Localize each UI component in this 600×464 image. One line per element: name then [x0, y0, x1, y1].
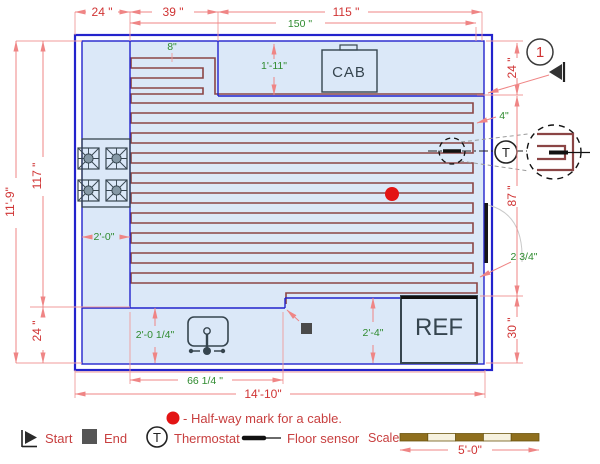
refrigerator-label: REF: [415, 314, 463, 341]
walls: [73, 33, 523, 372]
dim-2-0: 2'-0": [94, 231, 115, 243]
cabinet: CAB: [321, 44, 378, 93]
dim-24-top: 24 ": [92, 5, 113, 19]
halfway-dot-icon: [166, 411, 180, 425]
dim-66-14: 66 1/4 ": [187, 375, 223, 387]
legend-end: End: [82, 429, 127, 446]
cable-end-marker: [301, 323, 312, 334]
halfway-note: - Half-way mark for a cable.: [183, 411, 342, 426]
dim-24-right: 24 ": [505, 58, 519, 79]
sub-dimensions: 8" 1'-11" 4" 2 3/4" 2'-0" 2'-0 1/4" 2'-4…: [81, 41, 538, 364]
dim-2-34: 2 3/4": [510, 251, 537, 263]
dim-14-10: 14'-10": [244, 387, 281, 401]
top-dimensions: 24 " 39 " 115 " 150 ": [74, 5, 483, 41]
start-leader: [487, 74, 550, 94]
legend-floor-sensor: Floor sensor: [241, 431, 360, 446]
dim-2-0-14: 2'-0 1/4": [136, 329, 175, 341]
end-leader: [286, 309, 300, 322]
burner-icon: [77, 147, 100, 170]
dim-2-4: 2'-4": [363, 327, 384, 339]
legend-thermostat: T Thermostat: [146, 426, 240, 448]
scale-label: Scale: [368, 431, 399, 445]
dim-87: 87 ": [505, 186, 519, 207]
bottom-dimensions: 66 1/4 " 14'-10": [74, 312, 486, 401]
legend-thermostat-label: Thermostat: [174, 431, 240, 446]
dim-117: 117 ": [30, 163, 44, 190]
refrigerator: REF: [400, 295, 478, 364]
legend-thermostat-letter: T: [153, 430, 161, 445]
burner-icon: [105, 179, 128, 202]
stove-outline: [81, 138, 131, 208]
callout-balloon: 1: [526, 38, 554, 66]
outer-wall: [73, 33, 494, 372]
door-leaf: [484, 203, 488, 263]
sink-icon: [187, 316, 229, 355]
end-icon: [82, 429, 97, 444]
dim-150: 150 ": [288, 18, 312, 30]
sensor-detail: T: [428, 124, 590, 180]
dim-39: 39 ": [163, 5, 184, 19]
dim-4: 4": [499, 110, 509, 122]
dim-24-left: 24 ": [30, 321, 44, 342]
dim-11-9: 11'-9": [3, 187, 17, 217]
cabinet-label: CAB: [332, 64, 366, 81]
scale-bar: Scale 5'-0": [368, 431, 540, 457]
thermostat-legend-icon: [146, 426, 168, 448]
cabinet-knob: [339, 44, 358, 51]
sensor-circle: [438, 137, 466, 165]
thermostat-letter: T: [502, 145, 510, 160]
legend: - Half-way mark for a cable. Start End T…: [21, 411, 540, 457]
refrigerator-outline: [400, 295, 478, 364]
dim-5-0: 5'-0": [458, 443, 482, 457]
burner-icon: [77, 179, 100, 202]
dim-1-11: 1'-11": [261, 60, 287, 72]
heating-cable: [130, 57, 484, 304]
legend-floor-sensor-label: Floor sensor: [287, 431, 360, 446]
legend-start-label: Start: [45, 431, 73, 446]
start-icon: [25, 431, 37, 444]
start-triangle-icon: [549, 64, 562, 80]
burner-icon: [105, 147, 128, 170]
door-swing-arc: [487, 204, 523, 263]
halfway-mark-dot: [385, 187, 399, 201]
dim-115: 115 ": [333, 5, 360, 19]
stove: [77, 138, 131, 208]
legend-start: Start: [21, 430, 73, 448]
right-dimensions: 24 " 87 " 30 ": [477, 40, 523, 364]
dim-30: 30 ": [505, 318, 519, 339]
dim-8: 8": [167, 41, 177, 53]
legend-end-label: End: [104, 431, 127, 446]
start-marker: [487, 62, 566, 94]
left-dimensions: 11'-9" 117 " 24 ": [3, 40, 130, 364]
callout-number: 1: [536, 44, 544, 61]
